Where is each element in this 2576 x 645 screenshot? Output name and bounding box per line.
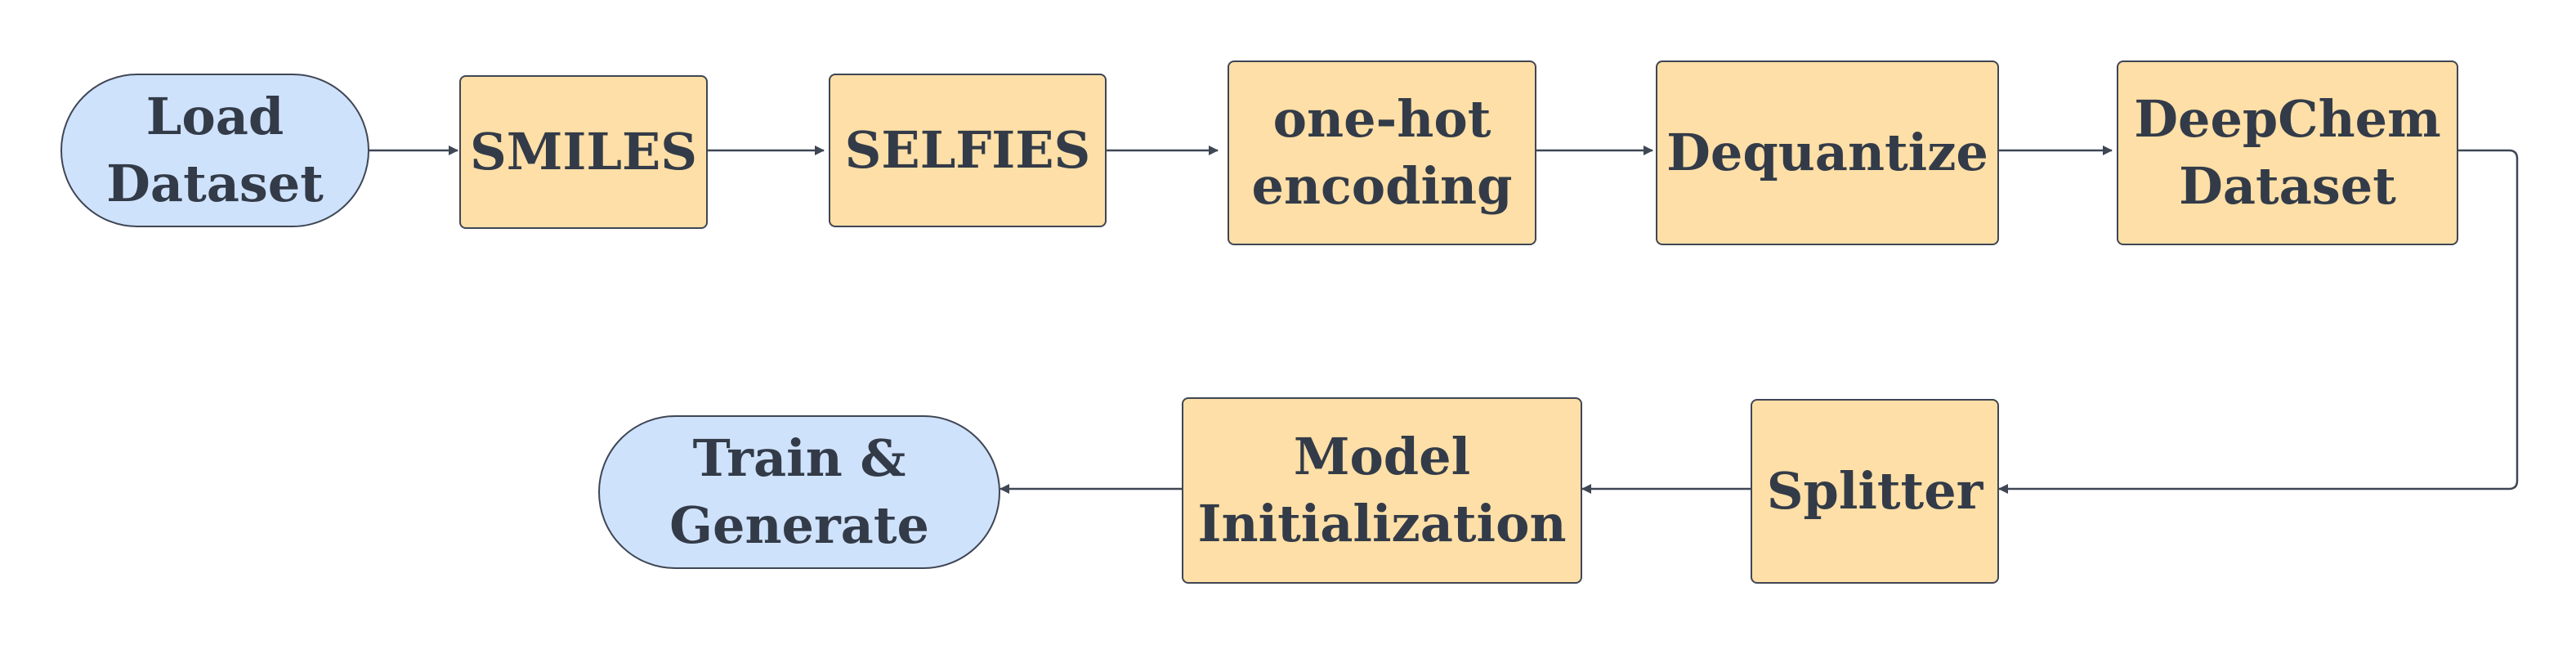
- selfies-node: SELFIES: [829, 74, 1107, 227]
- train-generate-label: Train & Generate: [669, 428, 929, 555]
- splitter-label: Splitter: [1766, 461, 1983, 521]
- load-dataset-label: Load Dataset: [106, 87, 324, 213]
- load-dataset-node: Load Dataset: [60, 74, 369, 227]
- smiles-label: SMILES: [469, 122, 698, 181]
- selfies-label: SELFIES: [844, 120, 1091, 180]
- deepchem-dataset-label: DeepChem Dataset: [2134, 89, 2441, 216]
- deepchem-dataset-node: DeepChem Dataset: [2117, 60, 2458, 245]
- model-initialization-node: Model Initialization: [1182, 397, 1582, 584]
- one-hot-encoding-label: one-hot encoding: [1251, 89, 1513, 216]
- dequantize-node: Dequantize: [1656, 60, 1999, 245]
- smiles-node: SMILES: [459, 75, 708, 229]
- one-hot-encoding-node: one-hot encoding: [1228, 60, 1536, 245]
- train-generate-node: Train & Generate: [598, 415, 1000, 569]
- dequantize-label: Dequantize: [1666, 123, 1988, 182]
- model-initialization-label: Model Initialization: [1197, 427, 1567, 553]
- arrow-deepchem-to-splitter: [1998, 149, 2519, 494]
- splitter-node: Splitter: [1751, 399, 1999, 584]
